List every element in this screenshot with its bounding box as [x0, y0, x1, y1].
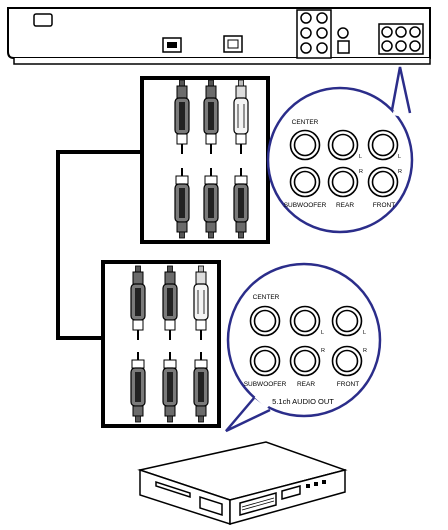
- lower-front-r-mark: R: [363, 348, 367, 354]
- lower-front-r-jack-icon: [331, 345, 363, 377]
- upper-plug-group: [174, 79, 249, 239]
- lower-front-l-mark: L: [363, 330, 366, 336]
- lower-subwoofer-jack-icon: [249, 345, 281, 377]
- audio-out-caption: 5.1ch AUDIO OUT: [272, 397, 334, 406]
- upper-center-jack-icon: [289, 129, 321, 161]
- upper-front-r-mark: R: [398, 169, 402, 175]
- lower-subwoofer-label: SUBWOOFER: [244, 381, 287, 388]
- player-device: [7, 7, 431, 65]
- optical-port-icon: [223, 35, 243, 53]
- upper-front-l-jack-icon: [367, 129, 399, 161]
- lower-rear-r-jack-icon: [289, 345, 321, 377]
- upper-front-r-jack-icon: [367, 166, 399, 198]
- lower-rear-l-jack-icon: [289, 305, 321, 337]
- lower-center-label: CENTER: [253, 294, 280, 301]
- upper-rear-label: REAR: [336, 202, 354, 209]
- upper-jack-callout: CENTER L L R R SUBWOOFER REAR FRONT: [266, 66, 448, 236]
- upper-subwoofer-label: SUBWOOFER: [284, 202, 327, 209]
- lower-rear-label: REAR: [297, 381, 315, 388]
- av-receiver-illustration: [137, 441, 348, 526]
- upper-front-l-mark: L: [398, 154, 401, 160]
- lower-jack-callout: CENTER L L R R SUBWOOFER REAR FRONT 5.1c…: [225, 262, 382, 433]
- upper-rear-l-mark: L: [359, 154, 362, 160]
- av-jacks-block-icon: [296, 9, 350, 59]
- lower-rear-l-mark: L: [321, 330, 324, 336]
- lower-front-l-jack-icon: [331, 305, 363, 337]
- lower-front-label: FRONT: [337, 381, 359, 388]
- upper-subwoofer-jack-icon: [289, 166, 321, 198]
- audio-out-block-icon: [378, 23, 424, 55]
- lower-rear-r-mark: R: [321, 348, 325, 354]
- upper-rear-l-jack-icon: [327, 129, 359, 161]
- power-socket-icon: [33, 13, 53, 27]
- upper-center-label: CENTER: [292, 119, 319, 126]
- upper-front-label: FRONT: [373, 202, 395, 209]
- lower-plug-group: [130, 265, 209, 423]
- upper-rear-r-mark: R: [359, 169, 363, 175]
- hdmi-port-icon: [162, 37, 182, 53]
- lower-center-jack-icon: [249, 305, 281, 337]
- upper-rear-r-jack-icon: [327, 166, 359, 198]
